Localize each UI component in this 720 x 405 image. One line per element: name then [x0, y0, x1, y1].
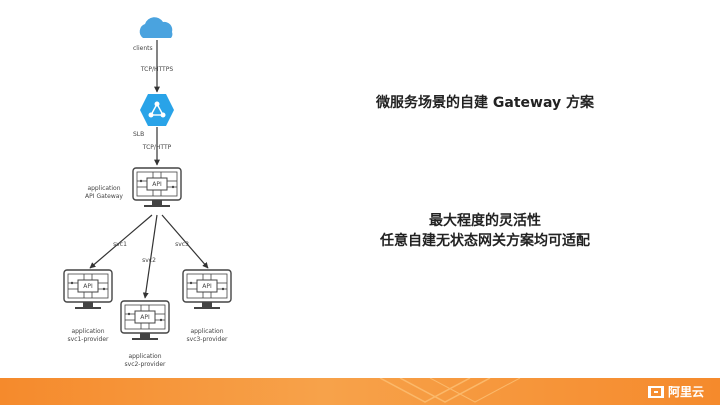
cloud-icon — [139, 17, 173, 38]
svc1-chip-text: API — [83, 283, 93, 290]
edge-svc1-label: svc1 — [113, 241, 127, 248]
gateway-label-1: application — [87, 185, 120, 192]
svc2-monitor-icon: API — [120, 300, 170, 341]
footer-bar: 阿里云 — [0, 378, 720, 405]
svc2-label-2: svc2-provider — [125, 361, 166, 368]
svc3-monitor-icon: API — [182, 269, 232, 310]
brand-logo: 阿里云 — [647, 383, 704, 400]
svc2-chip-text: API — [140, 314, 150, 321]
edge-slb-gateway-label: TCP/HTTP — [142, 144, 172, 151]
svc1-label-1: application — [71, 328, 104, 335]
edge-svc3 — [161, 214, 209, 269]
footer-chevron-decoration — [379, 378, 521, 403]
gateway-chip-text: API — [152, 181, 162, 188]
point-compatibility: 任意自建无状态网关方案均可适配 — [380, 233, 590, 249]
svc3-label-1: application — [190, 328, 223, 335]
svc2-label-1: application — [128, 353, 161, 360]
gateway-monitor-icon: API — [132, 167, 182, 208]
edge-clients-slb-label: TCP/HTTPS — [140, 66, 173, 73]
point-flexibility: 最大程度的灵活性 — [429, 213, 541, 229]
architecture-diagram: clients TCP/HTTPS SLB TCP/HTTP API appli… — [63, 17, 232, 368]
brand-name: 阿里云 — [667, 385, 704, 399]
gateway-label-2: API Gateway — [85, 193, 123, 200]
edge-svc2-label: svc2 — [142, 257, 156, 264]
edge-svc3-label: svc3 — [175, 241, 189, 248]
aliyun-logo-icon — [647, 385, 664, 398]
edge-svc2 — [142, 214, 158, 299]
slide-title: 微服务场景的自建 Gateway 方案 — [376, 95, 594, 111]
svc3-chip-text: API — [202, 283, 212, 290]
edge-svc1 — [89, 214, 153, 269]
slb-label: SLB — [133, 131, 144, 138]
svc1-monitor-icon: API — [63, 269, 113, 310]
clients-label: clients — [133, 45, 153, 52]
svc1-label-2: svc1-provider — [68, 336, 109, 343]
svc3-label-2: svc3-provider — [187, 336, 228, 343]
slb-icon — [140, 94, 174, 126]
